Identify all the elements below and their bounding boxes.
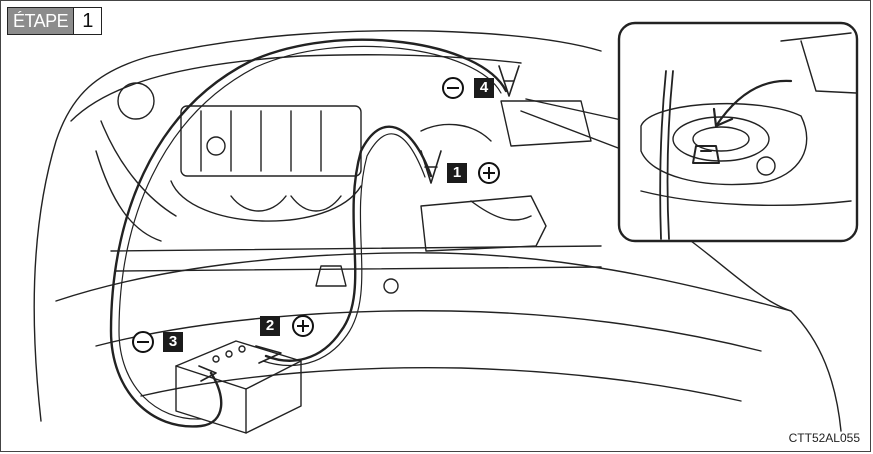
step-label: ÉTAPE — [8, 8, 74, 34]
clamp-3 — [198, 365, 217, 382]
right-engine-detail — [420, 123, 492, 142]
right-fender-inner — [690, 240, 792, 312]
marker-3: 3 — [163, 332, 183, 352]
radiator-support-lower — [115, 266, 602, 272]
detail-post — [756, 156, 776, 176]
detail-strut-inner — [692, 126, 750, 152]
detail-strut-top — [672, 116, 770, 162]
plus-symbol-2 — [292, 315, 314, 337]
vehicle-battery-clamp — [470, 200, 532, 221]
engine-ribs — [200, 110, 322, 172]
right-fender — [790, 310, 842, 432]
marker-2: 2 — [260, 316, 280, 336]
cable-positive-inner — [262, 133, 426, 367]
detail-bodywork — [640, 32, 857, 206]
booster-cap-2 — [225, 350, 233, 358]
bumper-bottom — [140, 366, 742, 402]
bumper-lower — [95, 310, 762, 352]
hood-outline — [33, 29, 602, 422]
detail-pointer — [520, 98, 627, 152]
right-components — [500, 100, 592, 147]
clamp-1 — [420, 150, 442, 184]
engine-lower — [170, 180, 362, 222]
step-number: 1 — [73, 8, 102, 34]
clamp-4 — [498, 65, 520, 97]
engine-cover — [180, 105, 362, 177]
hood-inner-edge — [70, 53, 522, 122]
detail-view — [617, 21, 859, 243]
booster-battery-side — [245, 360, 302, 434]
detail-arrow — [712, 79, 793, 128]
detail-cable — [659, 70, 674, 240]
detail-bolt — [692, 145, 720, 164]
minus-symbol-3 — [132, 331, 154, 353]
marker-1: 1 — [447, 163, 467, 183]
cable-negative — [109, 38, 508, 428]
marker-4: 4 — [474, 78, 494, 98]
left-hoses — [95, 120, 177, 242]
clamp-2 — [255, 345, 282, 364]
intake-curve — [230, 195, 342, 212]
booster-cap-1 — [212, 355, 220, 363]
cable-negative-inner — [118, 45, 502, 420]
reservoir — [117, 82, 155, 120]
hood-latch — [315, 265, 347, 287]
minus-symbol-4 — [442, 77, 464, 99]
detail-strut-mount — [640, 102, 808, 186]
latch-bolt — [383, 278, 399, 294]
front-bumper — [55, 252, 792, 312]
step-header: ÉTAPE 1 — [7, 7, 103, 35]
plus-symbol-1 — [478, 162, 500, 184]
cable-positive — [264, 125, 433, 362]
figure-code: CTT52AL055 — [788, 431, 860, 445]
booster-cap-3 — [238, 345, 246, 353]
oil-cap — [206, 136, 226, 156]
vehicle-battery — [420, 195, 547, 252]
